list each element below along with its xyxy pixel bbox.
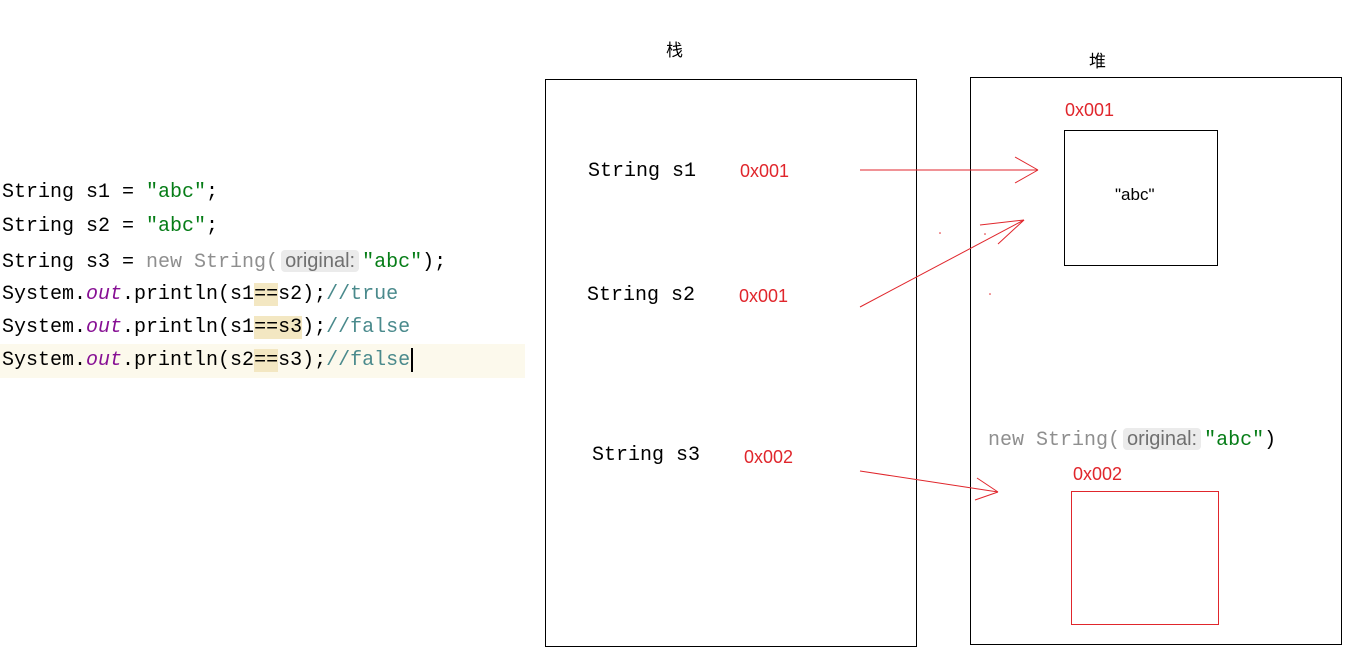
code-text: String s1 =: [2, 181, 147, 204]
field-out: out: [86, 316, 123, 339]
code-text: String s2 =: [2, 215, 147, 238]
code-comment: //false: [326, 349, 411, 372]
code-text: ;: [206, 215, 219, 238]
equals-operator: ==: [254, 316, 279, 339]
stack-box: [545, 79, 917, 647]
string-literal: "abc": [146, 181, 207, 204]
code-text: s3: [278, 349, 303, 372]
code-line-5: System.out.println(s1==s3);//false: [2, 311, 410, 345]
code-line-1: String s1 = "abc";: [2, 176, 218, 210]
code-comment: //true: [326, 283, 399, 306]
code-text: );: [302, 349, 327, 372]
heap-obj2-addr: 0x002: [1073, 464, 1123, 484]
heap-box: [970, 77, 1342, 645]
arrow-s2-to-obj1: [859, 219, 1025, 308]
code-text: ;: [206, 181, 219, 204]
code-text: String s3 =: [2, 251, 147, 274]
arrow-s3-to-obj2: [859, 470, 999, 501]
code-text: System.: [2, 316, 87, 339]
text-caret: [411, 347, 414, 372]
constructor-call: new String(: [988, 429, 1121, 452]
code-text: s2: [278, 283, 303, 306]
equals-operator: ==: [254, 283, 279, 306]
constructor-call: new String(: [146, 251, 279, 274]
heap-new-string-expr: new String(original:"abc"): [988, 428, 1276, 452]
heap-obj1-box: [1064, 130, 1218, 266]
equals-operator: ==: [254, 349, 279, 372]
string-literal: "abc": [146, 215, 207, 238]
string-literal: "abc": [362, 251, 423, 274]
heap-obj1-addr: 0x001: [1065, 100, 1115, 120]
code-text: .println(s1: [122, 283, 255, 306]
stray-dots: [939, 232, 991, 295]
stack-var-s3: String s3: [592, 444, 701, 467]
field-out: out: [86, 349, 123, 372]
code-comment: //false: [326, 316, 411, 339]
code-text: ): [1264, 429, 1277, 452]
code-text: );: [422, 251, 447, 274]
code-line-4: System.out.println(s1==s2);//true: [2, 278, 398, 312]
arrow-s1-to-obj1: [860, 156, 1039, 184]
code-text: System.: [2, 349, 87, 372]
parameter-hint: original:: [1123, 428, 1202, 450]
code-line-3: String s3 = new String(original:"abc");: [2, 244, 446, 278]
string-literal: "abc": [1204, 429, 1265, 452]
stack-addr-s3: 0x002: [744, 447, 794, 467]
code-line-2: String s2 = "abc";: [2, 210, 218, 244]
stack-var-s1: String s1: [588, 160, 697, 183]
field-out: out: [86, 283, 123, 306]
stack-var-s2: String s2: [587, 284, 696, 307]
code-text: s3: [278, 316, 303, 339]
code-text: );: [302, 316, 327, 339]
stack-title: 栈: [666, 41, 683, 60]
heap-title: 堆: [1089, 52, 1106, 71]
code-text: );: [302, 283, 327, 306]
heap-obj1-value: "abc": [1115, 185, 1155, 204]
code-line-6: System.out.println(s2==s3);//false: [2, 344, 414, 378]
parameter-hint: original:: [281, 250, 360, 272]
code-text: .println(s1: [122, 316, 255, 339]
stack-addr-s1: 0x001: [740, 161, 790, 181]
heap-obj2-box: [1071, 491, 1219, 625]
code-text: .println(s2: [122, 349, 255, 372]
code-text: System.: [2, 283, 87, 306]
stack-addr-s2: 0x001: [739, 286, 789, 306]
